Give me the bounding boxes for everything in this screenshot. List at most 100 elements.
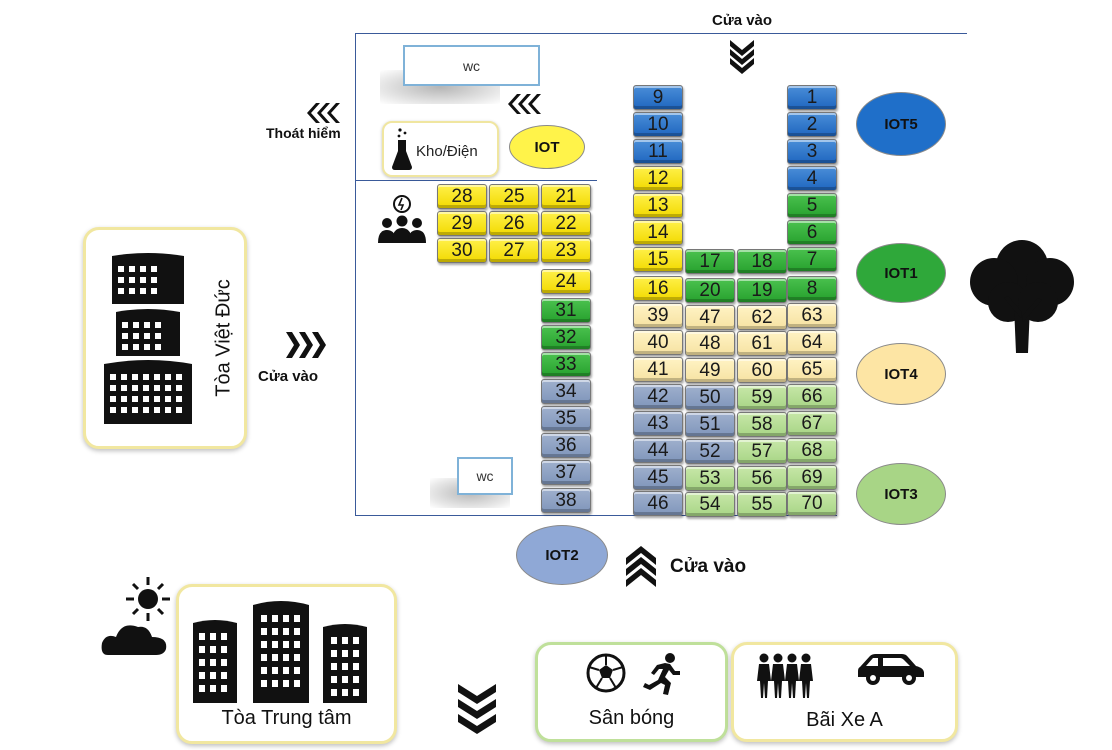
parking-slot-17: 17 — [685, 249, 735, 274]
parking-slot-47: 47 — [685, 305, 735, 330]
emergency-exit-label: Thoát hiểm — [266, 125, 341, 141]
parking-slot-26: 26 — [489, 211, 539, 236]
iot4-zone: IOT4 — [856, 343, 946, 405]
weather-icon — [101, 577, 170, 655]
trung-tam-label: Tòa Trung tâm — [221, 707, 352, 729]
iot3-zone: IOT3 — [856, 463, 946, 525]
parking-slot-61: 61 — [737, 331, 787, 356]
parking-slot-27: 27 — [489, 238, 539, 263]
boundary-bottom — [355, 515, 837, 516]
parking-slot-55: 55 — [737, 492, 787, 517]
parking-slot-43: 43 — [633, 411, 683, 436]
parking-slot-44: 44 — [633, 438, 683, 463]
san-bong-label: Sân bóng — [588, 707, 675, 729]
parking-slot-5: 5 — [787, 193, 837, 218]
parking-slot-29: 29 — [437, 211, 487, 236]
chevron-down-icon — [458, 684, 496, 734]
parking-slot-41: 41 — [633, 357, 683, 382]
parking-slot-2: 2 — [787, 112, 837, 137]
parking-slot-68: 68 — [787, 438, 837, 463]
parking-slot-48: 48 — [685, 331, 735, 356]
chevron-left-icon — [307, 103, 340, 123]
parking-slot-54: 54 — [685, 492, 735, 517]
parking-slot-23: 23 — [541, 238, 591, 263]
parking-slot-38: 38 — [541, 488, 591, 513]
parking-slot-25: 25 — [489, 184, 539, 209]
parking-slot-18: 18 — [737, 249, 787, 274]
chevron-left-icon — [508, 94, 541, 114]
iot5-zone: IOT5 — [856, 92, 946, 156]
bai-xe-card: Bãi Xe A — [731, 642, 958, 742]
parking-slot-59: 59 — [737, 385, 787, 410]
parking-slot-66: 66 — [787, 384, 837, 409]
parking-slot-63: 63 — [787, 303, 837, 328]
parking-slot-39: 39 — [633, 303, 683, 328]
chevron-right-icon — [286, 332, 326, 358]
parking-slot-6: 6 — [787, 220, 837, 245]
parking-slot-56: 56 — [737, 466, 787, 491]
parking-slot-33: 33 — [541, 352, 591, 377]
parking-slot-8: 8 — [787, 276, 837, 301]
parking-slot-1: 1 — [787, 85, 837, 110]
wc-bottom: wc — [457, 457, 513, 495]
parking-slot-58: 58 — [737, 412, 787, 437]
boundary-left — [355, 33, 356, 516]
building-icon — [193, 601, 367, 703]
parking-slot-70: 70 — [787, 491, 837, 516]
wc-top-label: wc — [462, 57, 481, 74]
parking-slot-7: 7 — [787, 247, 837, 272]
parking-slot-19: 19 — [737, 278, 787, 303]
chevron-down-icon — [730, 40, 754, 74]
parking-slot-20: 20 — [685, 278, 735, 303]
boundary-top — [355, 33, 967, 34]
parking-slot-51: 51 — [685, 412, 735, 437]
parking-slot-64: 64 — [787, 330, 837, 355]
iot-small: IOT — [509, 125, 585, 169]
meeting-icon — [378, 195, 426, 243]
parking-slot-16: 16 — [633, 276, 683, 301]
boundary-mid — [355, 180, 597, 181]
left-entrance-label: Cửa vào — [258, 368, 319, 385]
parking-slot-12: 12 — [633, 166, 683, 191]
parking-slot-65: 65 — [787, 357, 837, 382]
parking-slot-42: 42 — [633, 384, 683, 409]
parking-slot-50: 50 — [685, 385, 735, 410]
parking-slot-32: 32 — [541, 325, 591, 350]
parking-slot-10: 10 — [633, 112, 683, 137]
parking-slot-37: 37 — [541, 460, 591, 485]
parking-slot-35: 35 — [541, 406, 591, 431]
top-entrance-label: Cửa vào — [712, 12, 773, 29]
parking-slot-4: 4 — [787, 166, 837, 191]
wc-bottom-label: wc — [476, 468, 494, 484]
parking-slot-40: 40 — [633, 330, 683, 355]
building-icon — [104, 253, 192, 424]
parking-slot-28: 28 — [437, 184, 487, 209]
people-icon — [757, 653, 813, 698]
chevron-up-icon — [626, 546, 656, 587]
bottom-entrance-label: Cửa vào — [670, 556, 747, 577]
parking-slot-3: 3 — [787, 139, 837, 164]
parking-slot-46: 46 — [633, 491, 683, 516]
parking-slot-53: 53 — [685, 466, 735, 491]
bai-xe-label: Bãi Xe A — [806, 709, 883, 731]
runner-icon — [643, 653, 680, 695]
parking-slot-60: 60 — [737, 358, 787, 383]
viet-duc-label: Tòa Việt Đức — [212, 279, 235, 397]
parking-slot-69: 69 — [787, 465, 837, 490]
trung-tam-building: Tòa Trung tâm — [176, 584, 397, 744]
parking-slot-31: 31 — [541, 298, 591, 323]
parking-slot-57: 57 — [737, 439, 787, 464]
viet-duc-building: Tòa Việt Đức — [83, 227, 247, 449]
parking-slot-52: 52 — [685, 439, 735, 464]
parking-slot-67: 67 — [787, 411, 837, 436]
parking-slot-22: 22 — [541, 211, 591, 236]
parking-slot-49: 49 — [685, 358, 735, 383]
parking-slot-34: 34 — [541, 379, 591, 404]
parking-slot-21: 21 — [541, 184, 591, 209]
parking-slot-9: 9 — [633, 85, 683, 110]
iot1-zone: IOT1 — [856, 243, 946, 303]
car-icon — [858, 654, 924, 685]
san-bong-card: Sân bóng — [535, 642, 728, 742]
parking-slot-24: 24 — [541, 269, 591, 294]
parking-slot-62: 62 — [737, 305, 787, 330]
